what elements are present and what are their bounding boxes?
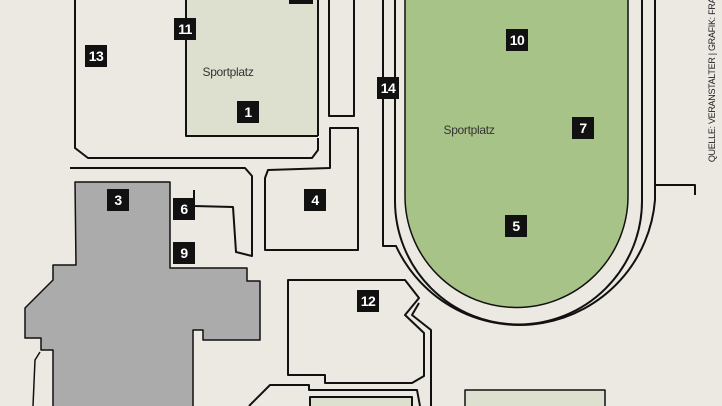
strip-outline xyxy=(328,0,355,117)
marker-4: 4 xyxy=(304,189,326,211)
bottom-field-left xyxy=(309,396,413,406)
marker-9: 9 xyxy=(173,242,195,264)
marker-6: 6 xyxy=(173,198,195,220)
marker-10: 10 xyxy=(506,29,528,51)
marker-11: 11 xyxy=(174,18,196,40)
marker-7: 7 xyxy=(572,117,594,139)
marker-1: 1 xyxy=(237,101,259,123)
sportplatz-small-label: Sportplatz xyxy=(202,65,254,79)
marker-3: 3 xyxy=(107,189,129,211)
bottom-field-right xyxy=(464,389,606,406)
marker-12: 12 xyxy=(357,290,379,312)
sportplatz-large-label: Sportplatz xyxy=(443,123,495,137)
marker-14: 14 xyxy=(377,77,399,99)
marker-partial xyxy=(289,0,313,4)
track-inner-line xyxy=(394,0,643,326)
building-3 xyxy=(24,181,261,406)
area-6-outline xyxy=(70,167,253,257)
marker-13: 13 xyxy=(85,45,107,67)
area-13-outline xyxy=(74,0,319,159)
source-credit: QUELLE: VERANSTALTER | GRAFIK: FRA xyxy=(707,0,717,163)
marker-5: 5 xyxy=(505,215,527,237)
area-12-outline xyxy=(287,279,425,384)
large-sportplatz-field xyxy=(404,0,629,309)
area-4-outline xyxy=(264,127,359,251)
walkway-line xyxy=(411,302,432,406)
